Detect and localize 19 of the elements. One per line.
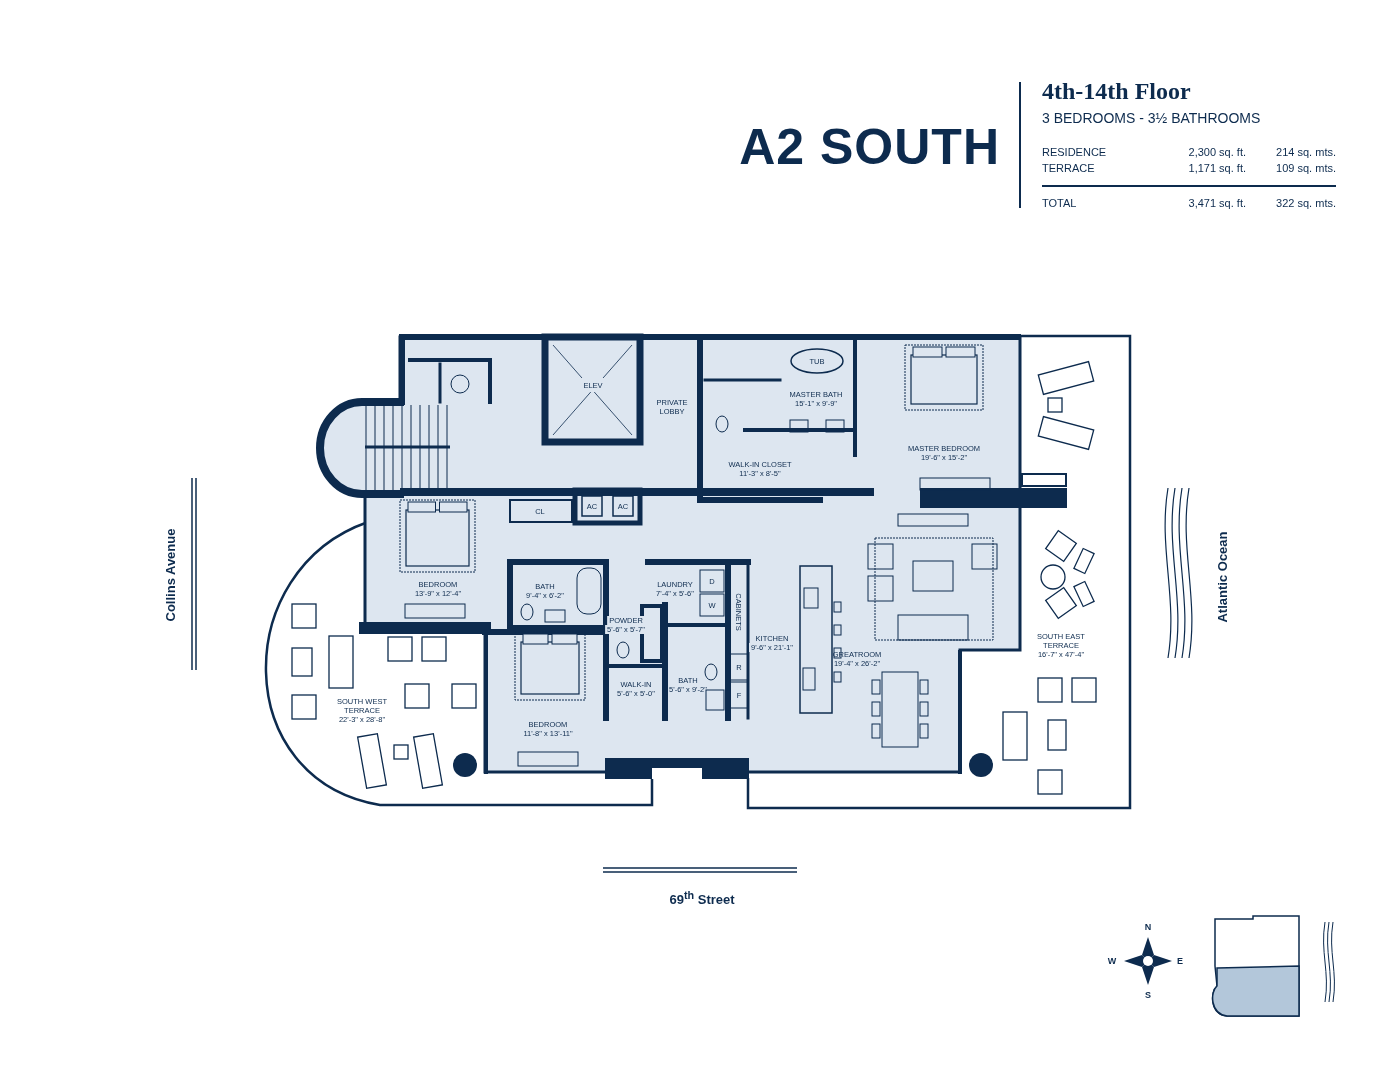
table-cell: 109 sq. mts. — [1276, 162, 1336, 174]
table-cell: 1,171 sq. ft. — [1188, 162, 1246, 174]
table-cell: TOTAL — [1042, 197, 1077, 209]
table-cell: TERRACE — [1042, 162, 1095, 174]
table-cell: 2,300 sq. ft. — [1188, 146, 1246, 158]
floor-range: 4th-14th Floor — [1042, 78, 1191, 105]
compass-letter: N — [1144, 922, 1152, 932]
compass-letter: S — [1145, 990, 1151, 1000]
unit-summary: 3 BEDROOMS - 3½ BATHROOMS — [1042, 110, 1261, 126]
table-cell: 3,471 sq. ft. — [1188, 197, 1246, 209]
street-name: Collins Avenue — [162, 528, 178, 622]
street-name: Atlantic Ocean — [1214, 531, 1230, 623]
plan-title: A2 SOUTH — [739, 118, 1000, 176]
street-name: 69$^{th}$ Street — [669, 889, 735, 908]
compass-letter: E — [1177, 956, 1183, 966]
table-cell: 322 sq. mts. — [1276, 197, 1336, 209]
compass-letter: W — [1107, 956, 1117, 966]
table-cell: RESIDENCE — [1042, 146, 1107, 158]
table-cell: 214 sq. mts. — [1276, 146, 1336, 158]
